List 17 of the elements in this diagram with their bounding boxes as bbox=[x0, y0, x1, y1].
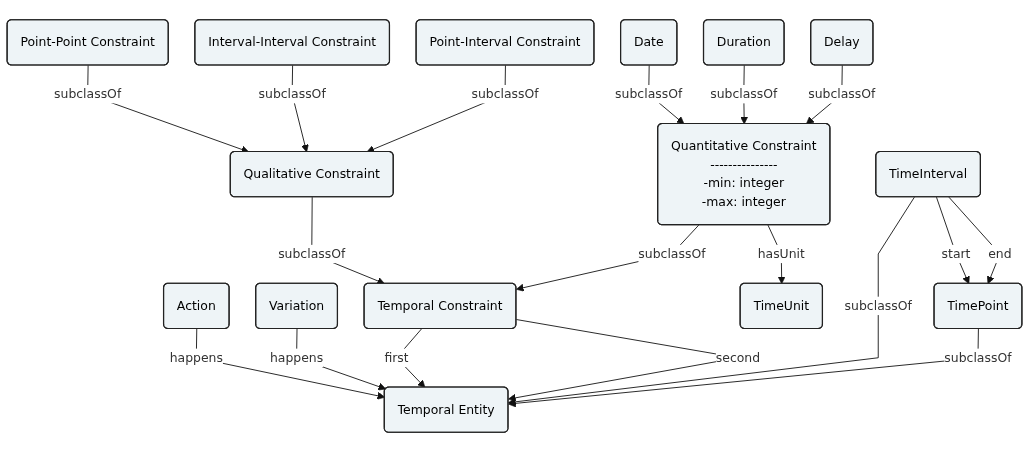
edge-label: subclassOf bbox=[944, 350, 1012, 365]
edge-label: subclassOf bbox=[844, 298, 912, 313]
edge-label: subclassOf bbox=[638, 246, 706, 261]
edge-label: happens bbox=[269, 350, 324, 365]
edge-label: happens bbox=[169, 350, 223, 365]
edge-label: subclassOf bbox=[471, 86, 539, 101]
edge-label: subclassOf bbox=[258, 86, 326, 101]
edge-label: subclassOf bbox=[278, 246, 346, 261]
edge-label: hasUnit bbox=[757, 246, 805, 261]
edge-label: second bbox=[715, 350, 761, 365]
edge-label: first bbox=[384, 350, 409, 365]
edge-label: subclassOf bbox=[808, 86, 876, 101]
edge-label: subclassOf bbox=[54, 86, 122, 101]
edge-label: subclassOf bbox=[710, 86, 778, 101]
edge-label: start bbox=[941, 246, 971, 261]
edge-label: subclassOf bbox=[615, 86, 683, 101]
edge-label: end bbox=[988, 246, 1012, 261]
